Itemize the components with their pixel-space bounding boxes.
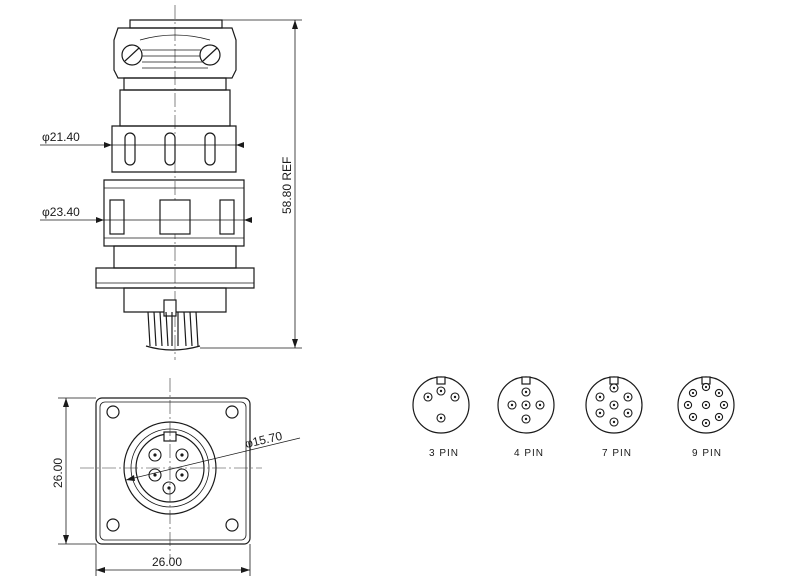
mount-hole: [225, 405, 239, 419]
dim-overall-height: 58.80 REF: [280, 157, 294, 214]
pin-label-3: 3 PIN: [429, 448, 459, 459]
clamp-screw-right: [199, 44, 221, 66]
dim-diameter-upper: φ21.40: [42, 130, 80, 144]
front-view: φ15.70 26.00 26.00: [51, 378, 301, 576]
mount-hole: [106, 405, 120, 419]
pin-layout-4: 4 PIN: [497, 376, 555, 459]
side-view: φ21.40 φ23.40 58.80 REF: [40, 5, 302, 360]
clamp-screw-left: [121, 44, 143, 66]
pin-label-4: 4 PIN: [514, 448, 544, 459]
front-pins: [148, 448, 189, 495]
pin-label-9: 9 PIN: [692, 448, 722, 459]
mount-hole: [225, 518, 239, 532]
dim-flange-height: 26.00: [51, 458, 65, 488]
dim-flange-width: 26.00: [152, 555, 182, 569]
pin-layout-7: 7 PIN: [585, 376, 643, 459]
pin-layout-9: 9 PIN: [677, 376, 735, 459]
pin-label-7: 7 PIN: [602, 448, 632, 459]
dim-diameter-lower: φ23.40: [42, 205, 80, 219]
mount-hole: [106, 518, 120, 532]
pin-layout-3: 3 PIN: [412, 376, 470, 459]
